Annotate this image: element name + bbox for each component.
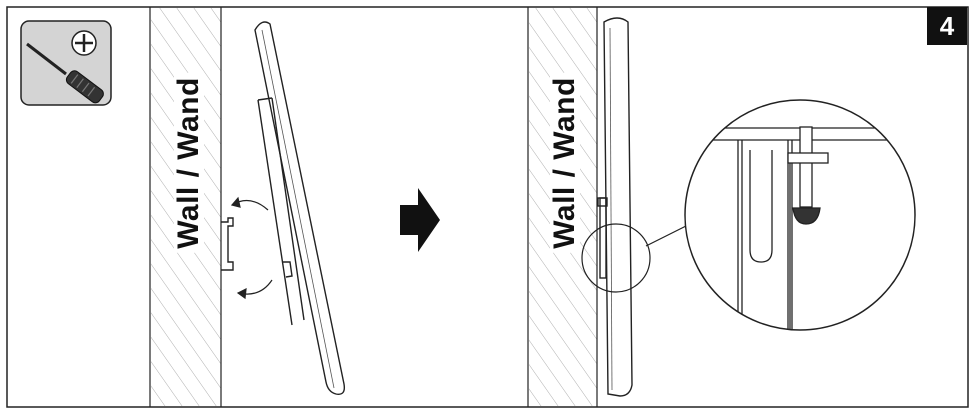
right-arrow-icon: [400, 188, 440, 252]
detail-circle-small: [581, 223, 651, 293]
zoom-detail: [684, 99, 916, 331]
tilt-arrows: [230, 196, 273, 300]
wall-label-right: Wall / Wand: [548, 73, 581, 253]
screwdriver-icon: [20, 20, 112, 106]
outer-border: [6, 6, 969, 408]
tv-tilted: [254, 21, 346, 395]
wall-label-left: Wall / Wand: [172, 73, 205, 253]
wall-bracket-left: [221, 217, 234, 271]
tv-mounted: [597, 17, 633, 397]
step-number-badge: 4: [927, 7, 967, 45]
